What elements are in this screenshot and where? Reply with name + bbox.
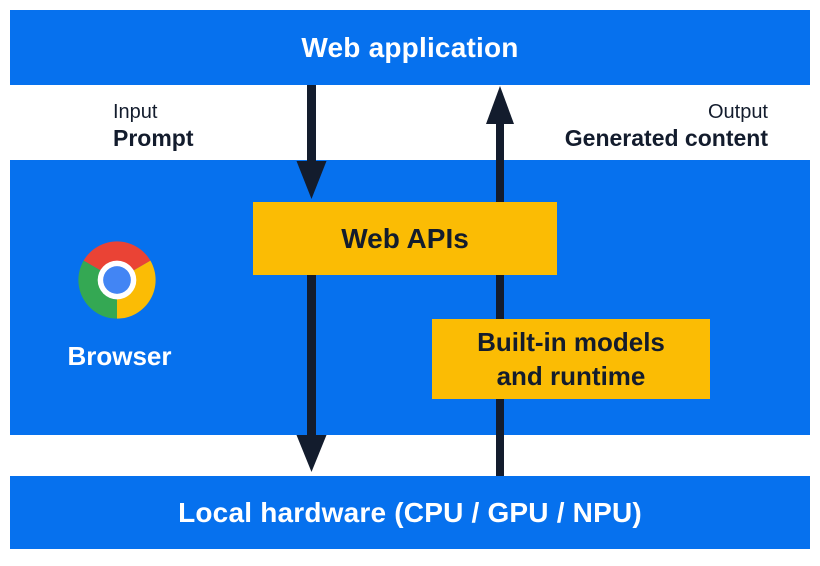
builtin-models-box: Built-in models and runtime — [432, 319, 710, 399]
down-arrow-icon — [296, 85, 327, 199]
output-label: Output — [707, 101, 768, 123]
browser-label: Browser — [67, 341, 172, 371]
prompt-label: Prompt — [113, 125, 194, 151]
web-apis-box: Web APIs — [253, 202, 557, 275]
up-arrow-icon — [486, 86, 514, 476]
output-label-group: Output Generated content — [565, 100, 768, 152]
builtin-models-label-line1: Built-in models — [477, 327, 665, 357]
input-label-group: Input Prompt — [113, 100, 194, 152]
web-apis-label: Web APIs — [341, 222, 469, 254]
web-application-label: Web application — [301, 31, 519, 63]
chrome-logo-icon — [75, 238, 159, 322]
input-label: Input — [113, 101, 158, 123]
web-application-bar: Web application — [10, 10, 810, 85]
builtin-models-label-line2: and runtime — [496, 361, 646, 391]
local-hardware-bar: Local hardware (CPU / GPU / NPU) — [10, 476, 810, 549]
down-arrow-icon — [296, 275, 327, 472]
generated-content-label: Generated content — [564, 125, 768, 151]
local-hardware-label: Local hardware (CPU / GPU / NPU) — [178, 496, 642, 528]
